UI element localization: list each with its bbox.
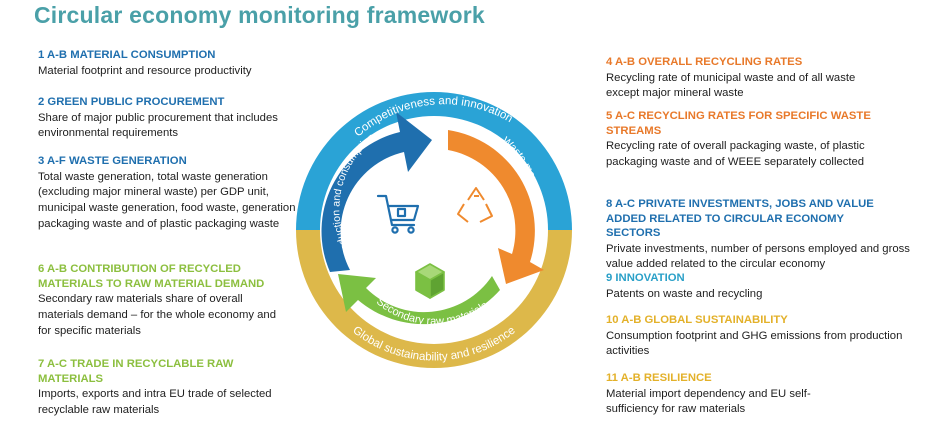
indicator-5-heading: 5 A-C RECYCLING RATES FOR SPECIFIC WASTE… (606, 110, 871, 137)
indicator-11: 11 A-B RESILIENCE Material import depend… (606, 371, 856, 418)
indicator-10-description: Consumption footprint and GHG emissions … (606, 329, 903, 358)
indicator-4-description: Recycling rate of municipal waste and of… (606, 71, 856, 100)
indicator-9-heading: 9 INNOVATION (606, 272, 685, 284)
indicator-6: 6 A-B CONTRIBUTION OF RECYCLED MATERIALS… (38, 262, 288, 339)
outer-ring-top (296, 92, 572, 230)
indicator-3-heading: 3 A-F WASTE GENERATION (38, 155, 187, 167)
indicator-7-description: Imports, exports and intra EU trade of s… (38, 388, 272, 416)
indicator-2-description: Share of major public procurement that i… (38, 111, 278, 140)
indicator-11-heading: 11 A-B RESILIENCE (606, 372, 712, 384)
indicator-6-heading: 6 A-B CONTRIBUTION OF RECYCLED MATERIALS… (38, 263, 265, 290)
indicator-2-heading: 2 GREEN PUBLIC PROCUREMENT (38, 96, 225, 108)
recycle-icon (457, 187, 493, 223)
indicator-1-description: Material footprint and resource producti… (38, 64, 252, 77)
indicator-2: 2 GREEN PUBLIC PROCUREMENT Share of majo… (38, 95, 310, 142)
indicator-8-description: Private investments, number of persons e… (606, 242, 910, 271)
page-title: Circular economy monitoring framework (34, 2, 485, 28)
indicator-3: 3 A-F WASTE GENERATION Total waste gener… (38, 154, 310, 233)
indicator-9: 9 INNOVATION Patents on waste and recycl… (606, 271, 916, 302)
indicator-8-heading: 8 A-C PRIVATE INVESTMENTS, JOBS AND VALU… (606, 198, 874, 239)
materials-box-icon (415, 263, 445, 299)
indicator-4-heading: 4 A-B OVERALL RECYCLING RATES (606, 56, 803, 68)
secondary-raw-materials-segment (338, 274, 500, 325)
indicator-8: 8 A-C PRIVATE INVESTMENTS, JOBS AND VALU… (606, 197, 916, 273)
outer-ring-bottom (296, 230, 572, 368)
indicator-4: 4 A-B OVERALL RECYCLING RATES Recycling … (606, 55, 876, 102)
indicator-6-description: Secondary raw materials share of overall… (38, 293, 276, 337)
indicator-7-heading: 7 A-C TRADE IN RECYCLABLE RAW MATERIALS (38, 358, 234, 385)
waste-management-segment (448, 130, 544, 284)
indicator-10-heading: 10 A-B GLOBAL SUSTAINABILITY (606, 314, 788, 326)
indicator-11-description: Material import dependency and EU self-s… (606, 387, 811, 416)
indicator-10: 10 A-B GLOBAL SUSTAINABILITY Consumption… (606, 313, 906, 360)
production-consumption-segment (321, 112, 432, 272)
indicator-5: 5 A-C RECYCLING RATES FOR SPECIFIC WASTE… (606, 109, 881, 171)
shopping-cart-icon (376, 194, 420, 234)
indicator-9-description: Patents on waste and recycling (606, 287, 763, 300)
indicator-1-heading: 1 A-B MATERIAL CONSUMPTION (38, 49, 216, 61)
indicator-1: 1 A-B MATERIAL CONSUMPTION Material foot… (38, 48, 310, 79)
indicator-3-description: Total waste generation, total waste gene… (38, 170, 309, 230)
indicator-5-description: Recycling rate of overall packaging wast… (606, 140, 865, 168)
indicator-7: 7 A-C TRADE IN RECYCLABLE RAW MATERIALS … (38, 357, 278, 419)
